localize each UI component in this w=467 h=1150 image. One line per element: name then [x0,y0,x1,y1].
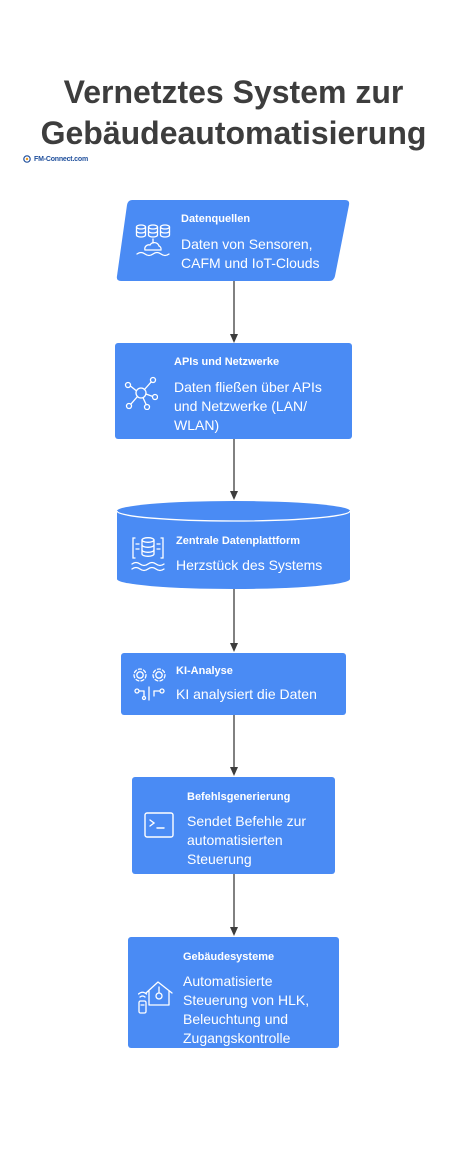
node-description: Daten von Sensoren,CAFM und IoT-Clouds [181,236,320,271]
database-icon [131,536,165,572]
node-description: KI analysiert die Daten [176,686,317,702]
terminal-icon [144,812,174,838]
connector-4 [230,715,238,776]
gears-circuit-icon [132,667,168,701]
logo-text: FM-Connect.com [34,155,88,163]
node-zentrale-datenplattform: Zentrale Datenplattform Herzstück des Sy… [117,501,350,589]
node-shape [116,200,350,281]
database-cloud-icon [135,224,171,258]
node-ki-analyse: KI-Analyse KI analysiert die Daten [121,653,346,715]
node-title: Zentrale Datenplattform [176,535,301,547]
node-title: KI-Analyse [176,665,233,677]
logo: FM-Connect.com [22,153,88,165]
diagram-title-line-2: Gebäudeautomatisierung [40,115,427,151]
node-description: Herzstück des Systems [176,557,323,573]
node-title: Befehlsgenerierung [187,791,291,803]
node-apis-und-netzwerke: APIs und Netzwerke Daten fließen über AP… [115,343,352,439]
connector-1 [230,281,238,343]
smart-home-icon [138,979,174,1015]
connector-2 [230,439,238,500]
logo-mark-icon [23,155,31,163]
node-title: APIs und Netzwerke [174,356,280,368]
node-shape [117,501,350,589]
node-datenquellen: Datenquellen Daten von Sensoren,CAFM und… [116,200,350,281]
diagram-title-line-1: Vernetztes System zur [63,74,404,110]
node-title: Datenquellen [181,213,251,225]
connector-5 [230,874,238,936]
node-title: Gebäudesysteme [183,951,275,963]
connector-3 [230,589,238,652]
network-hub-icon [124,376,158,410]
